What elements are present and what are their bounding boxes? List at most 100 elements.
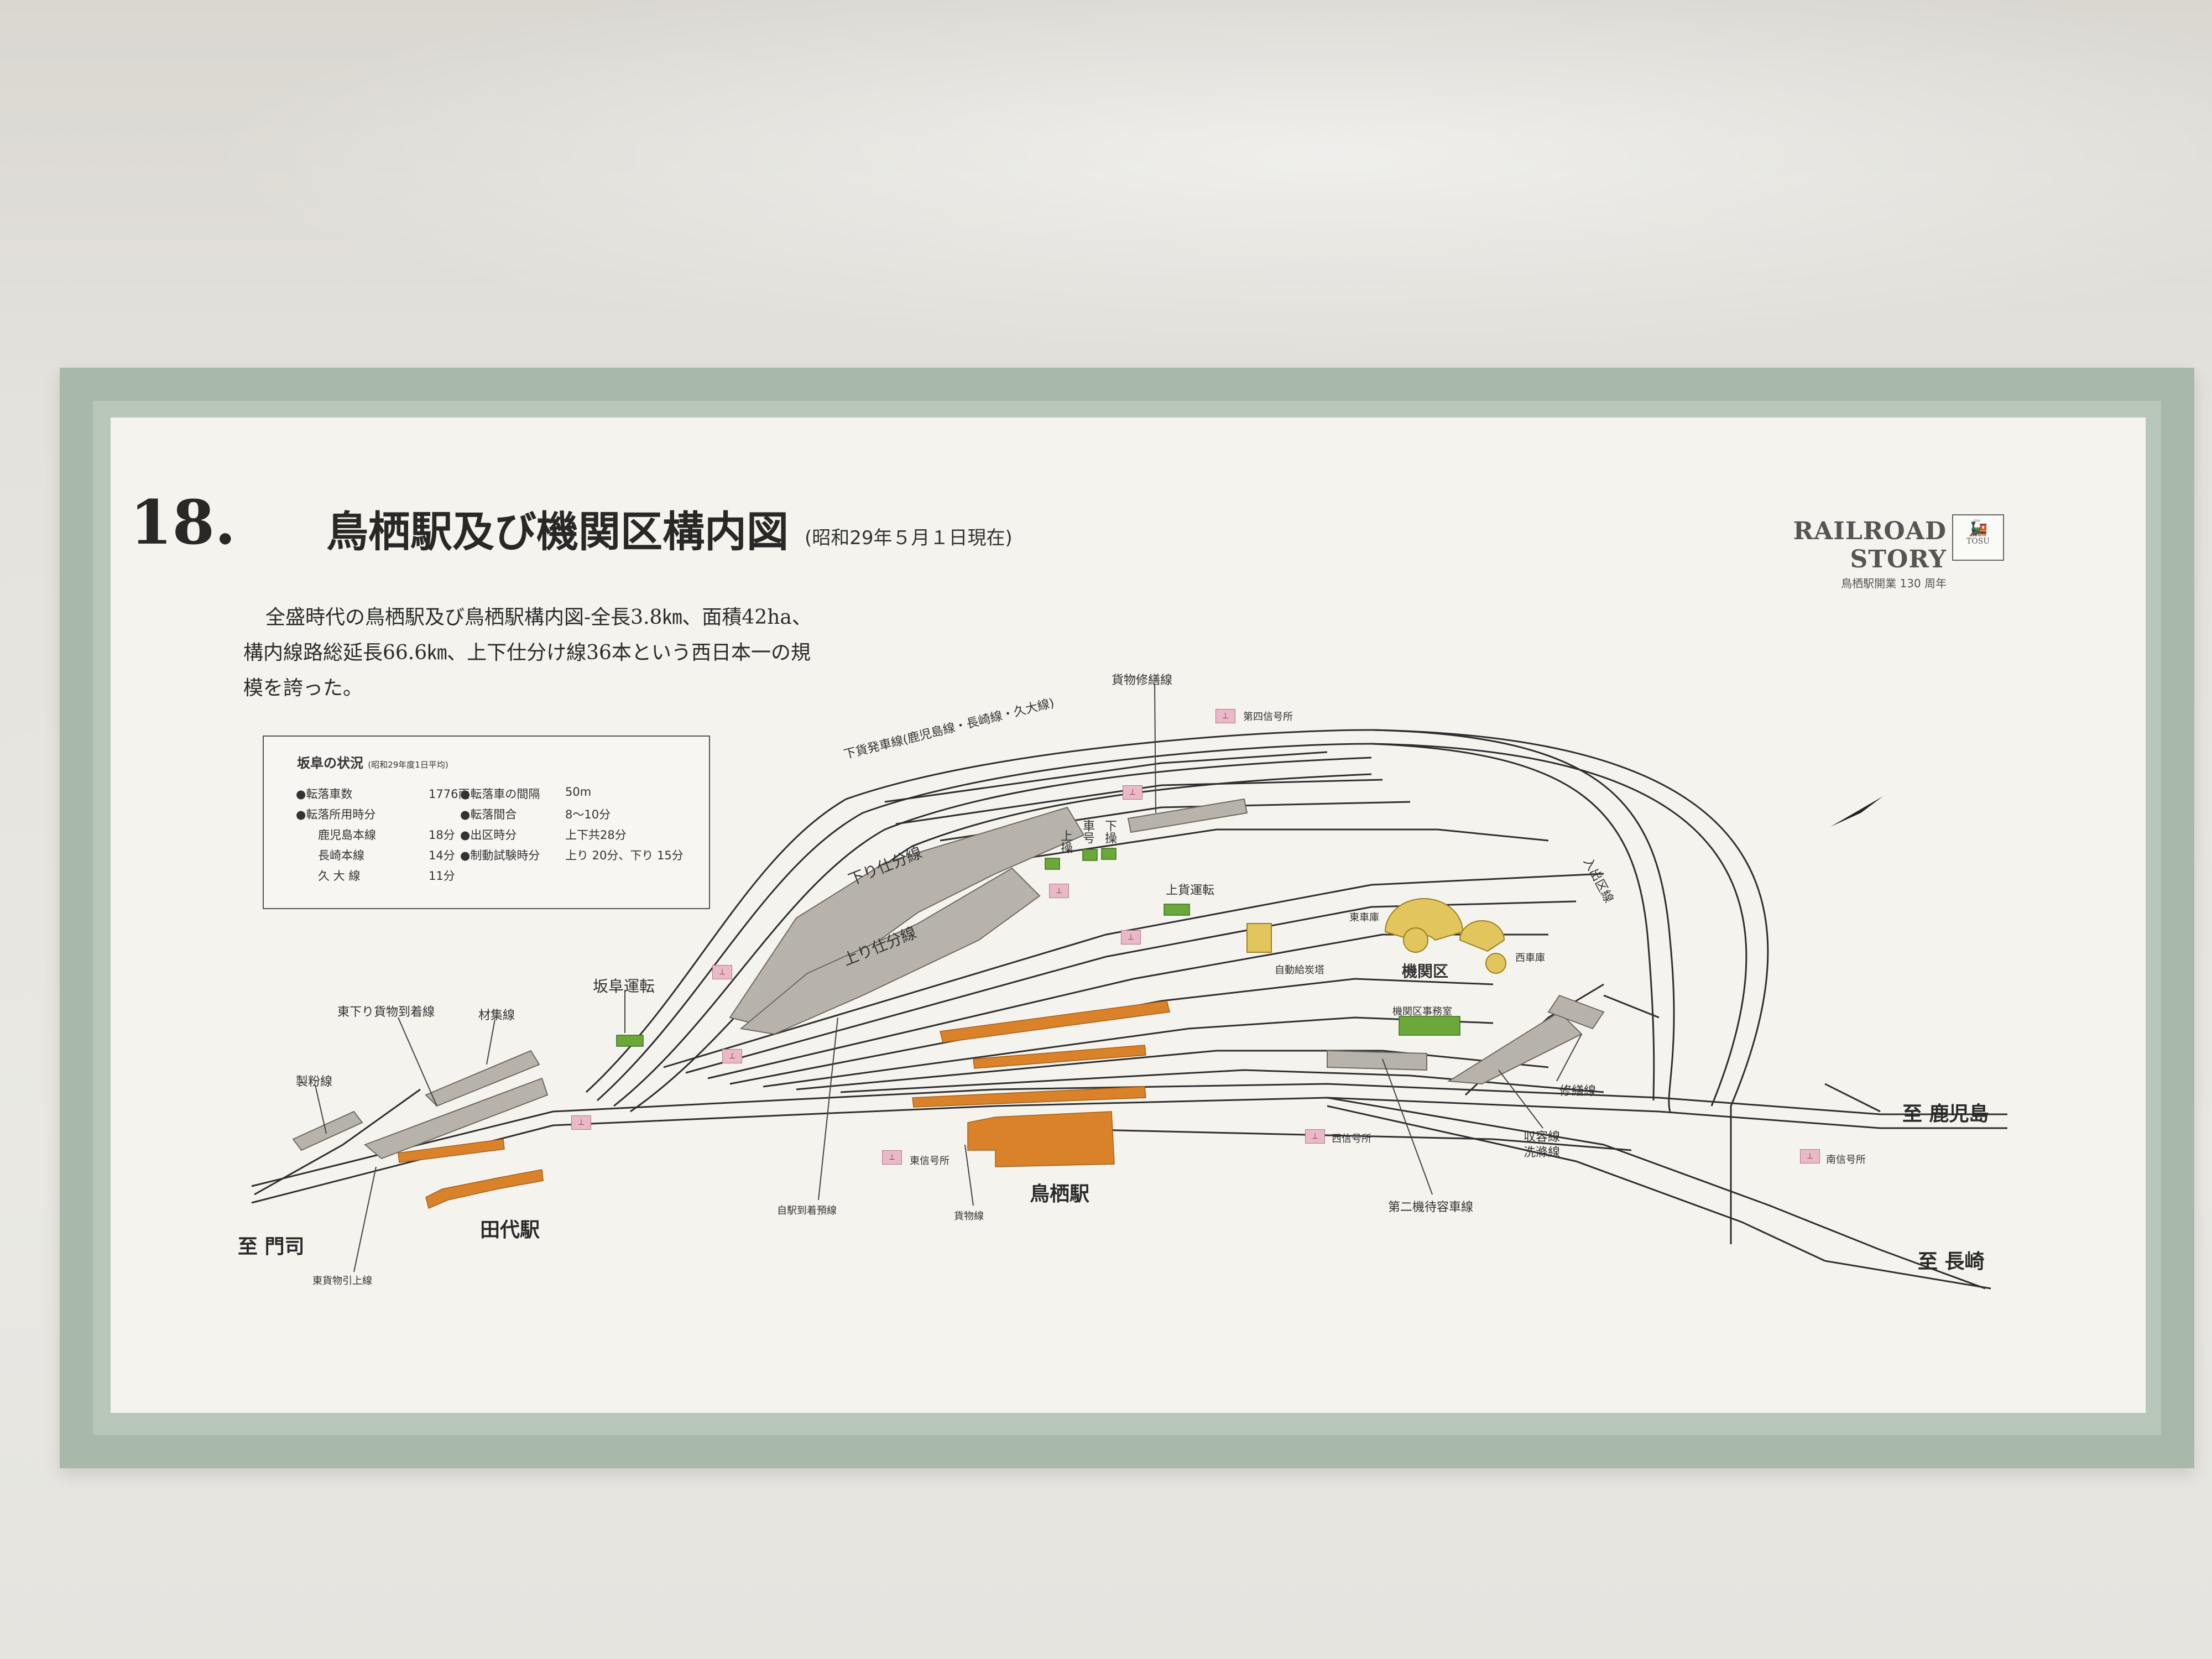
brand-subtitle: 鳥栖駅開業 130 周年 [1841, 577, 1947, 590]
signal-box-icon: ⊥ [1800, 1149, 1820, 1164]
stats-value: 18分 [429, 828, 455, 842]
stats-title: 坂阜の状況 (昭和29年度1日平均) [297, 752, 448, 771]
stats-value: 11分 [429, 869, 455, 883]
coaling-label: 自動給炭塔 [1275, 964, 1324, 976]
down-op-cabin [1101, 848, 1117, 860]
platform [940, 1000, 1170, 1043]
up-freight-cabin [1164, 904, 1190, 916]
hump-label: 坂阜運転 [593, 977, 655, 995]
stats-key: ●出区時分 [460, 828, 517, 842]
freight-line-label: 貨物線 [954, 1211, 984, 1222]
engine-depot [1246, 898, 1506, 974]
stats-title-note: (昭和29年度1日平均) [368, 760, 448, 770]
west-roundhouse [1459, 920, 1505, 952]
stats-key: ●転落所用時分 [296, 808, 376, 821]
nagasaki-extension [1824, 1260, 1991, 1290]
up-freight-label: 上貨運転 [1166, 884, 1215, 898]
stats-title-text: 坂阜の状況 [297, 755, 363, 771]
stats-value: 14分 [429, 849, 455, 862]
brand-title: RAILROAD STORY [1793, 517, 1947, 573]
up-sort-yard [739, 867, 1041, 1035]
up-op-label: 上操 [1058, 830, 1072, 854]
down-op-label: 下操 [1103, 820, 1117, 844]
tashiro-station-building [425, 1169, 544, 1209]
siding-areas [292, 798, 1605, 1160]
stats-key: 鹿児島本線 [318, 828, 376, 842]
storage-wash-label: 収容線 洗滌線 [1524, 1130, 1561, 1160]
branch-track [1824, 1083, 1881, 1113]
intro-line-1: 全盛時代の鳥栖駅及び鳥栖駅構内図-全長3.8㎞、面積42ha、 [265, 606, 812, 629]
east-down-arrival-label: 東下り貨物到着線 [337, 1005, 435, 1019]
tashiro-station-label: 田代駅 [480, 1219, 540, 1241]
stats-row: ●出区時分上下共28分 [460, 826, 698, 847]
west-signal-label: 西信号所 [1332, 1133, 1371, 1145]
signal-box-icon: ⊥ [882, 1150, 902, 1165]
brand-logo-text: TOSU [1966, 537, 1990, 546]
second-wait-siding [1327, 1050, 1427, 1071]
yard-track [663, 873, 1604, 1068]
panel-number: 18. [130, 487, 236, 558]
signal-box-icon: ⊥ [1123, 785, 1142, 800]
green-buildings [616, 848, 1460, 1047]
panel-subtitle: (昭和29年５月１日現在) [805, 527, 1013, 549]
freight-repair-label: 貨物修繕線 [1112, 674, 1173, 687]
panel-title: 鳥栖駅及び機関区構内図 [326, 507, 789, 556]
upper-yard-track [895, 779, 1383, 825]
material-siding [425, 1050, 540, 1107]
platforms [398, 1000, 1170, 1209]
main-line-kagoshima-2 [251, 1083, 2007, 1187]
direction-kagoshima: 至 鹿児島 [1902, 1103, 1989, 1125]
signal-box-icon: ⊥ [571, 1115, 591, 1130]
direction-nagasaki: 至 長崎 [1918, 1250, 1985, 1273]
signal-4-label: 第四信号所 [1243, 711, 1293, 723]
stats-value: 上り 20分、下り 15分 [565, 849, 684, 862]
signal-box-icon: ⊥ [1121, 930, 1141, 945]
upper-yard-track [884, 751, 1328, 803]
signal-box-icon: ⊥ [722, 1049, 742, 1063]
signal-box-icon: ⊥ [1049, 884, 1069, 898]
arc-track-3 [613, 757, 1372, 1107]
direction-moji: 至 門司 [238, 1235, 305, 1258]
west-shed-label: 西車庫 [1515, 952, 1545, 964]
flour-line [254, 1088, 421, 1196]
stats-key: ●転落間合 [460, 808, 517, 821]
self-arrival-label: 自駅到着預線 [777, 1205, 837, 1217]
signal-box-icon: ⊥ [1305, 1129, 1325, 1144]
lower-track [1022, 1127, 1632, 1151]
map-panel [111, 418, 2146, 1413]
intro-line-2: 構内線路総延長66.6㎞、上下仕分け線36本という西日本一の規 [243, 641, 811, 664]
stats-row: 鹿児島本線 18分 [296, 826, 495, 847]
yard-track [685, 900, 1577, 1074]
east-pullout-label: 東貨物引上線 [312, 1275, 372, 1287]
hump-cabin [616, 1035, 644, 1047]
tosu-station-label: 鳥栖駅 [1030, 1183, 1090, 1206]
yard-track [840, 1069, 1604, 1093]
arc-track-4 [630, 773, 1372, 1113]
arrival-siding [364, 1077, 549, 1160]
down-departure-line-2 [596, 743, 1747, 1107]
up-op-cabin [1045, 858, 1060, 870]
in-out-line-2 [1371, 743, 1655, 1101]
stats-row: ●転落所用時分 [296, 806, 495, 826]
train-logo-icon: 🚂 TOSU [1952, 514, 2004, 561]
wall-glare [0, 0, 2212, 387]
second-wait-label: 第二機待容車線 [1388, 1201, 1474, 1214]
stats-value: 1776両 [429, 787, 470, 801]
repair-siding [1547, 994, 1605, 1030]
tashiro-platform [398, 1139, 505, 1163]
signal-box-icon: ⊥ [1215, 709, 1235, 723]
stats-key: ●転落車の間隔 [460, 787, 540, 801]
down-departure-line [585, 729, 1769, 1244]
platform [912, 1086, 1146, 1108]
car-no-cabin [1082, 849, 1098, 861]
east-shed-label: 東車庫 [1349, 912, 1379, 924]
